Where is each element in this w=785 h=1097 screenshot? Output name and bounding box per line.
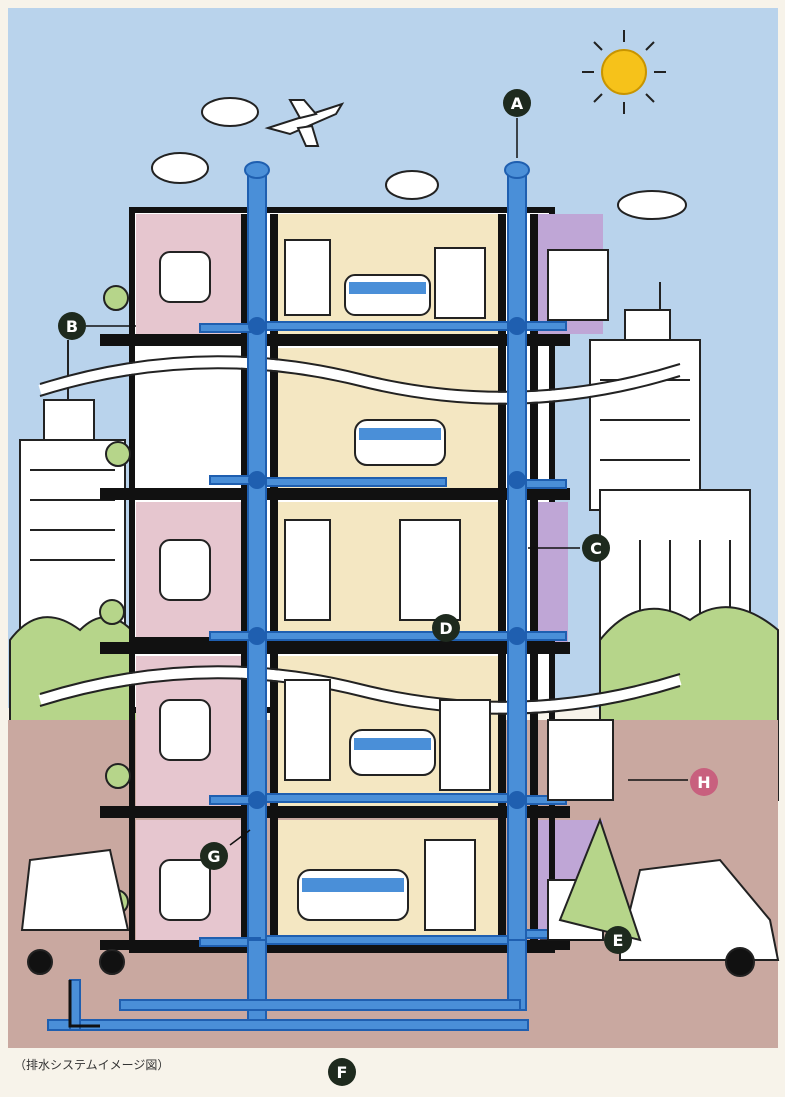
floor-slabs — [100, 334, 570, 950]
marker-E: E — [604, 926, 632, 954]
marker-B: B — [58, 312, 86, 340]
car-left — [20, 848, 130, 931]
bathtub-icon — [354, 419, 446, 466]
car-right — [619, 858, 780, 961]
washbasin-icon — [399, 519, 461, 621]
cloud-icon — [201, 97, 259, 127]
toilet-icon — [159, 251, 211, 303]
marker-D: D — [432, 614, 460, 642]
svg-text:B: B — [66, 317, 78, 336]
washbasin-icon — [434, 247, 486, 319]
cloud-icon — [385, 170, 439, 200]
svg-text:G: G — [207, 847, 220, 866]
bathtub-icon — [344, 274, 431, 316]
svg-text:D: D — [439, 619, 452, 638]
svg-text:A: A — [511, 94, 524, 113]
bathtub-icon — [349, 729, 436, 776]
marker-H: H — [690, 768, 718, 796]
bathtub-icon — [297, 869, 409, 921]
cloud-icon — [617, 190, 687, 220]
washbasin-icon — [424, 839, 476, 931]
kitchen-sink-icon — [547, 249, 609, 321]
marker-C: C — [582, 534, 610, 562]
marker-F: F — [328, 1058, 356, 1086]
washing-machine-icon — [284, 519, 331, 621]
washing-machine-icon — [284, 239, 331, 316]
svg-text:F: F — [337, 1063, 348, 1082]
washbasin-icon — [439, 699, 491, 791]
sun-icon — [582, 30, 666, 114]
toilet-icon — [159, 699, 211, 761]
marker-G: G — [200, 842, 228, 870]
svg-text:C: C — [590, 539, 602, 558]
cloud-icon — [151, 152, 209, 184]
drain-stack-pipes — [244, 161, 530, 943]
toilet-icon — [159, 539, 211, 601]
sewer-pipes — [47, 939, 529, 1031]
diagram-caption: （排水システムイメージ図） — [14, 1058, 170, 1072]
toilet-icon — [159, 859, 211, 921]
svg-text:E: E — [613, 931, 624, 950]
marker-A: A — [503, 89, 531, 117]
right-background-building — [589, 339, 701, 511]
kitchen-sink-icon — [547, 719, 614, 801]
washing-machine-icon — [284, 679, 331, 781]
svg-text:H: H — [697, 773, 710, 792]
airplane-icon — [264, 99, 345, 147]
